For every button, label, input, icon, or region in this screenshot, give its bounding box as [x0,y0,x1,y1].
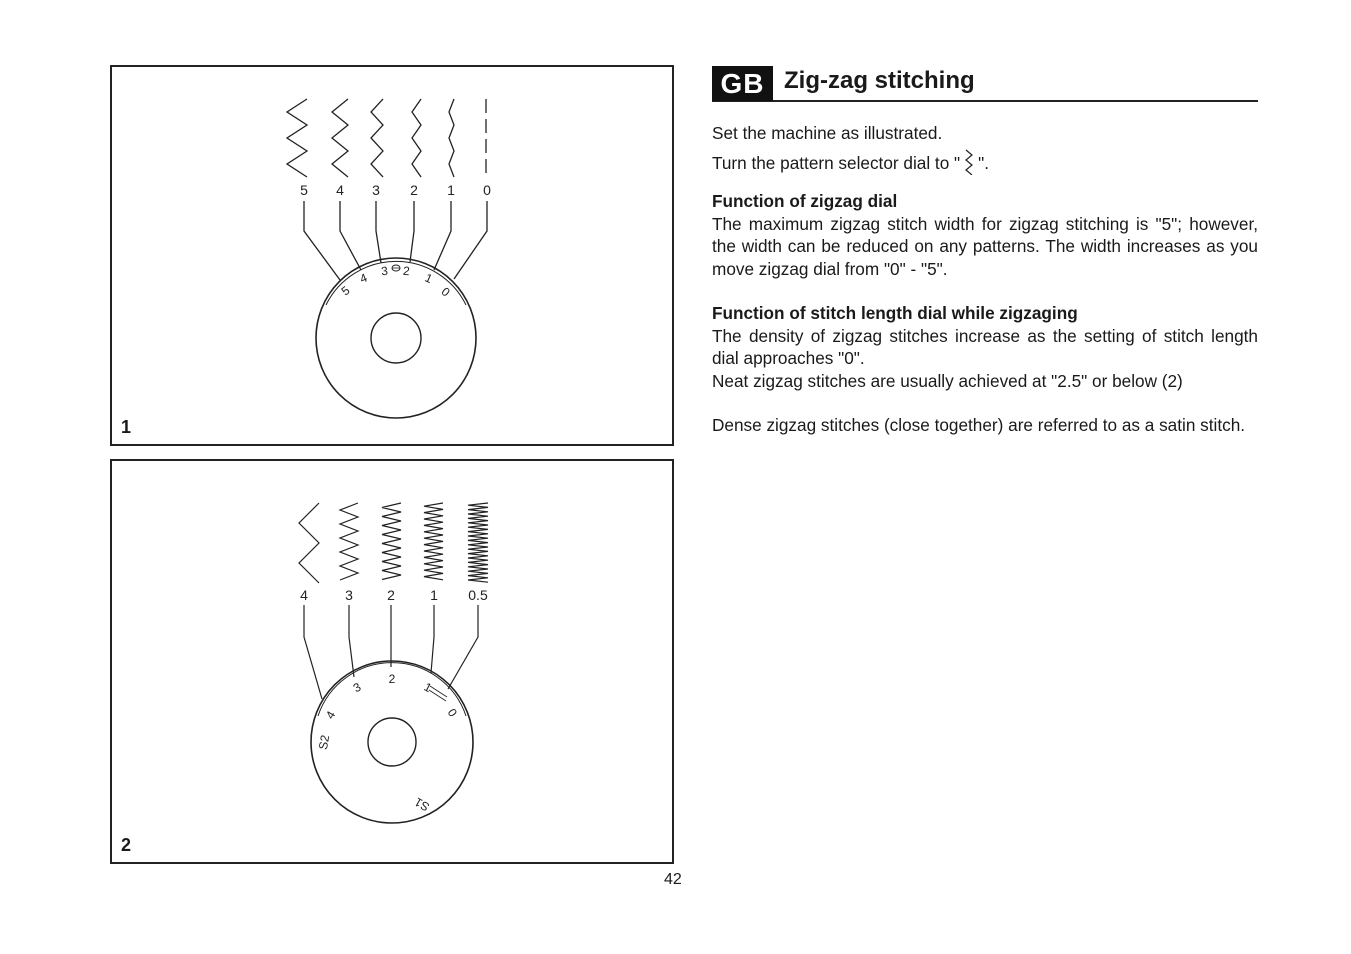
dial-label: 4 [358,270,370,286]
dial-label: S2 [316,734,332,751]
dial-label: 5 [339,283,353,298]
page-title: Zig-zag stitching [784,67,975,94]
dial-hub [367,717,417,767]
intro-block: Set the machine as illustrated. Turn the… [712,122,1258,180]
stitch-sample-width-4 [330,98,350,178]
page-number: 42 [664,871,682,888]
dial-label: S1 [412,795,432,815]
zigzag-width-illustration: 5 4 3 2 1 0 5 4 3 2 1 0 [285,98,491,419]
dial-label: 2 [402,264,410,279]
dial-label: 0 [439,284,453,299]
section-header: GB Zig-zag stitching [712,66,1258,102]
stitch-sample-length-0-5 [467,502,489,583]
section-heading: Function of zigzag dial [712,191,898,211]
stitch-sample-width-3 [370,98,384,178]
width-dial [315,257,477,419]
stitch-sample-width-2 [411,98,422,178]
dial-label: 0 [445,706,460,720]
dial-label: 1 [423,271,435,287]
section-text: The density of zigzag stitches increase … [712,325,1258,369]
stitch-sample-length-4 [298,502,320,584]
dial-label: 2 [389,672,396,686]
stitch-label: 3 [372,182,380,198]
stitch-label: 2 [387,587,395,603]
zigzag-pattern-icon [964,149,974,181]
stitch-sample-length-3 [338,502,360,581]
satin-note: Dense zigzag stitches (close together) a… [712,415,1246,435]
stitch-sample-length-1 [423,502,444,581]
dial-label: 4 [323,708,339,721]
figure-number: 1 [121,417,132,437]
section-heading: Function of stitch length dial while zig… [712,303,1078,323]
intro-line-1: Set the machine as illustrated. [712,123,943,143]
stitch-label: 0 [483,182,491,198]
language-badge: GB [712,66,773,101]
stitch-label: 4 [300,587,308,603]
stitch-label: 1 [430,587,438,603]
stitch-label: 5 [300,182,308,198]
dial-label: 3 [381,264,389,279]
stitch-label: 1 [447,182,455,198]
stitch-length-section: Function of stitch length dial while zig… [712,302,1258,392]
stitch-label: 0.5 [468,587,488,603]
stitch-label: 3 [345,587,353,603]
length-dial [310,660,474,824]
stitch-length-illustration: 4 3 2 1 0.5 S2 4 3 2 1 0 S1 [298,502,489,824]
stitch-label: 4 [336,182,344,198]
figure-2-stitch-length: 4 3 2 1 0.5 S2 4 3 2 1 0 S1 2 [110,459,674,864]
stitch-sample-width-1 [448,98,455,178]
dial-hub [370,312,422,364]
stitch-sample-width-5 [285,98,309,178]
figure-1-zigzag-width: 5 4 3 2 1 0 5 4 3 2 1 0 1 [110,65,674,446]
section-text: Neat zigzag stitches are usually achieve… [712,370,1183,391]
stitch-label: 2 [410,182,418,198]
dial-label: 3 [351,680,364,696]
section-text: The maximum zigzag stitch width for zigz… [712,213,1258,279]
stitch-sample-length-2 [381,502,402,581]
figure-number: 2 [121,835,132,855]
zigzag-dial-section: Function of zigzag dial The maximum zigz… [712,190,1258,280]
intro-line-2: Turn the pattern selector dial to "". [712,149,1258,181]
